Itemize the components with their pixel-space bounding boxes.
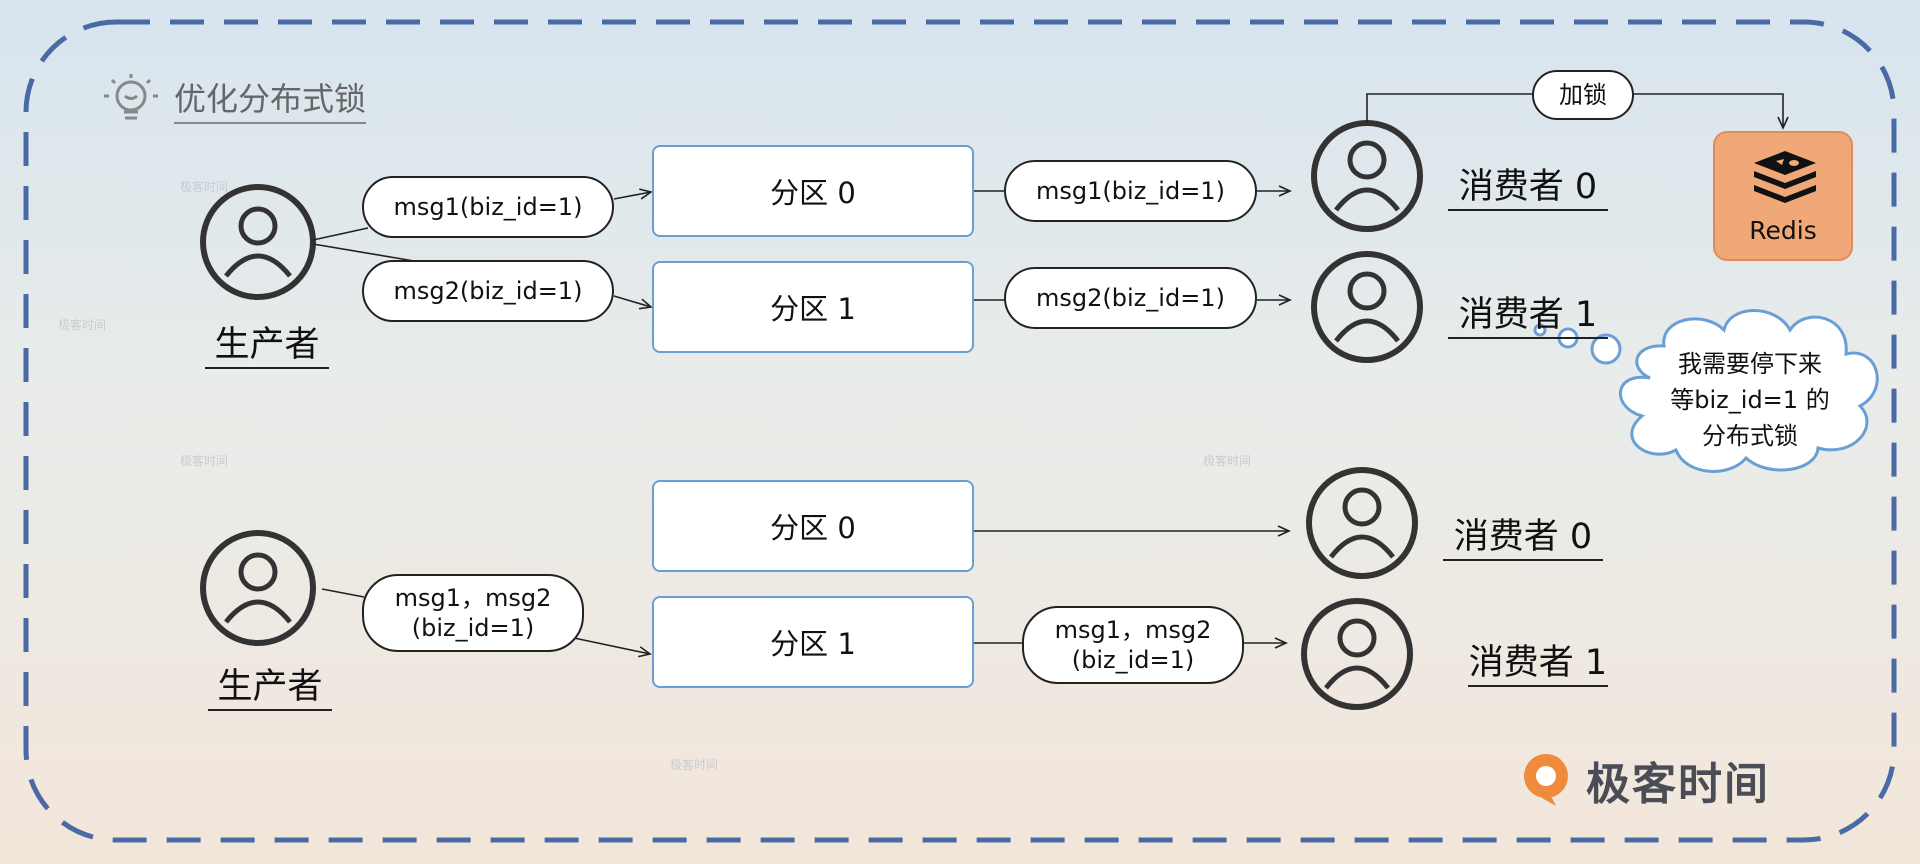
watermark: 极客时间	[670, 758, 719, 772]
header: 优化分布式锁	[100, 70, 367, 128]
brand: 极客时间	[1520, 748, 1770, 812]
producer-top-icon	[200, 184, 316, 300]
watermark: 极客时间	[180, 180, 229, 194]
lock-label: 加锁	[1532, 70, 1634, 120]
consumer-bottom-0-label: 消费者 0	[1443, 508, 1603, 561]
consumer-message-pill-combined: msg1，msg2 (biz_id=1)	[1022, 606, 1244, 684]
watermark: 极客时间	[58, 318, 107, 332]
connector	[321, 588, 365, 598]
dashed-frame	[23, 19, 1897, 843]
arrow-msg1-partition0	[613, 188, 653, 200]
lightbulb-icon	[104, 74, 158, 120]
partition-bottom-0: 分区 0	[652, 480, 974, 572]
brand-logo-icon	[1524, 754, 1568, 806]
watermark: 极客时间	[180, 454, 229, 468]
header-title: 优化分布式锁	[174, 74, 367, 124]
watermark: 极客时间	[1203, 454, 1252, 468]
redis-icon	[1754, 151, 1816, 203]
arrow-msg2-partition1	[613, 295, 653, 310]
thought-text: 我需要停下来 等biz_id=1 的 分布式锁	[1670, 350, 1830, 450]
redis-label: Redis	[1749, 216, 1817, 245]
consumer-bottom-1-label: 消费者 1	[1468, 634, 1608, 687]
connector	[312, 227, 369, 241]
brand-name: 极客时间	[1586, 759, 1770, 810]
consumer-top-1-icon	[1311, 251, 1423, 363]
partition-top-1: 分区 1	[652, 261, 974, 353]
lock-arrow-to-redis	[1634, 93, 1789, 130]
message-pill-combined: msg1，msg2 (biz_id=1)	[362, 574, 584, 652]
redis-node: Redis	[1713, 131, 1853, 261]
consumer-top-0-icon	[1311, 120, 1423, 232]
message-pill-msg2: msg2(biz_id=1)	[362, 260, 614, 322]
consumer-bottom-1-icon	[1301, 598, 1413, 710]
consumer-top-0-label: 消费者 0	[1448, 158, 1608, 211]
consumer-message-pill-0: msg1(biz_id=1)	[1004, 160, 1257, 222]
connector	[312, 243, 421, 263]
consumer-message-pill-1: msg2(biz_id=1)	[1004, 267, 1257, 329]
producer-bottom-label: 生产者	[208, 658, 332, 711]
partition-top-0: 分区 0	[652, 145, 974, 237]
partition-bottom-1: 分区 1	[652, 596, 974, 688]
consumer-bottom-0-icon	[1306, 467, 1418, 579]
producer-top-label: 生产者	[205, 316, 329, 369]
lock-connector	[1366, 93, 1532, 122]
consumer-top-1-label: 消费者 1	[1448, 286, 1608, 339]
arrow-msgs-partition1	[573, 637, 652, 658]
thought-cloud	[1533, 309, 1879, 473]
producer-bottom-icon	[200, 530, 316, 646]
message-pill-msg1: msg1(biz_id=1)	[362, 176, 614, 238]
